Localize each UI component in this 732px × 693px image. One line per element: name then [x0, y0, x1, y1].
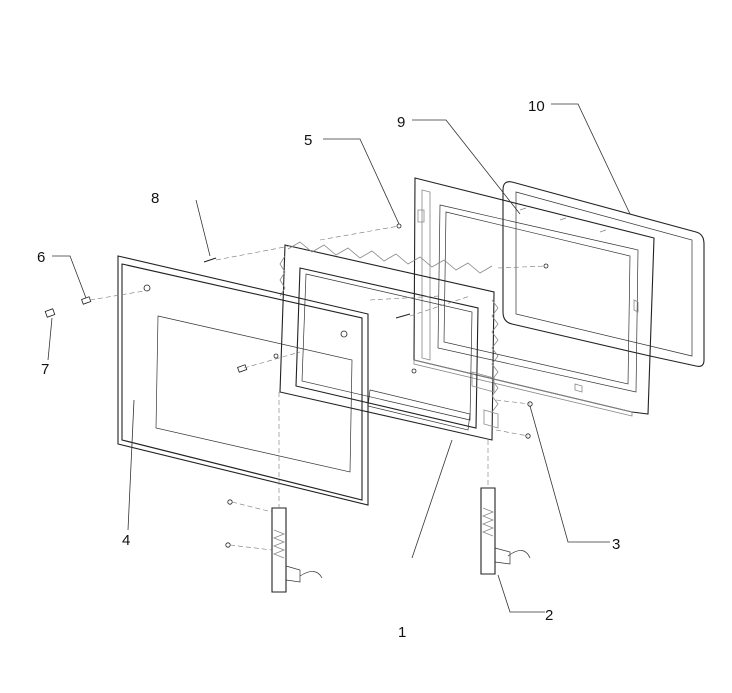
callout-4: 4	[122, 532, 130, 549]
callout-5: 5	[304, 132, 312, 149]
assembly-lines	[89, 225, 547, 551]
part-6-7-pins	[44, 296, 279, 373]
part-2-hinge-left	[225, 499, 323, 593]
callout-6: 6	[37, 249, 45, 266]
part-1-door-liner	[279, 241, 499, 441]
part-5-screw	[396, 223, 549, 269]
callout-10: 10	[528, 98, 545, 115]
callout-7: 7	[41, 361, 49, 378]
leader-lines	[47, 103, 631, 613]
callout-9: 9	[397, 114, 405, 131]
callout-8: 8	[151, 190, 159, 207]
callout-2: 2	[545, 607, 553, 624]
callout-3: 3	[612, 536, 620, 553]
part-9-inner-frame	[413, 177, 655, 417]
part-8-springs	[203, 257, 411, 319]
callout-1: 1	[398, 624, 406, 641]
part-10-rear-glass	[502, 181, 705, 367]
part-4-outer-glass	[117, 255, 369, 506]
callout-labels: 1 2 3 4 5 6 7 8 9 10	[37, 98, 620, 641]
part-2-hinge-right	[480, 487, 531, 575]
